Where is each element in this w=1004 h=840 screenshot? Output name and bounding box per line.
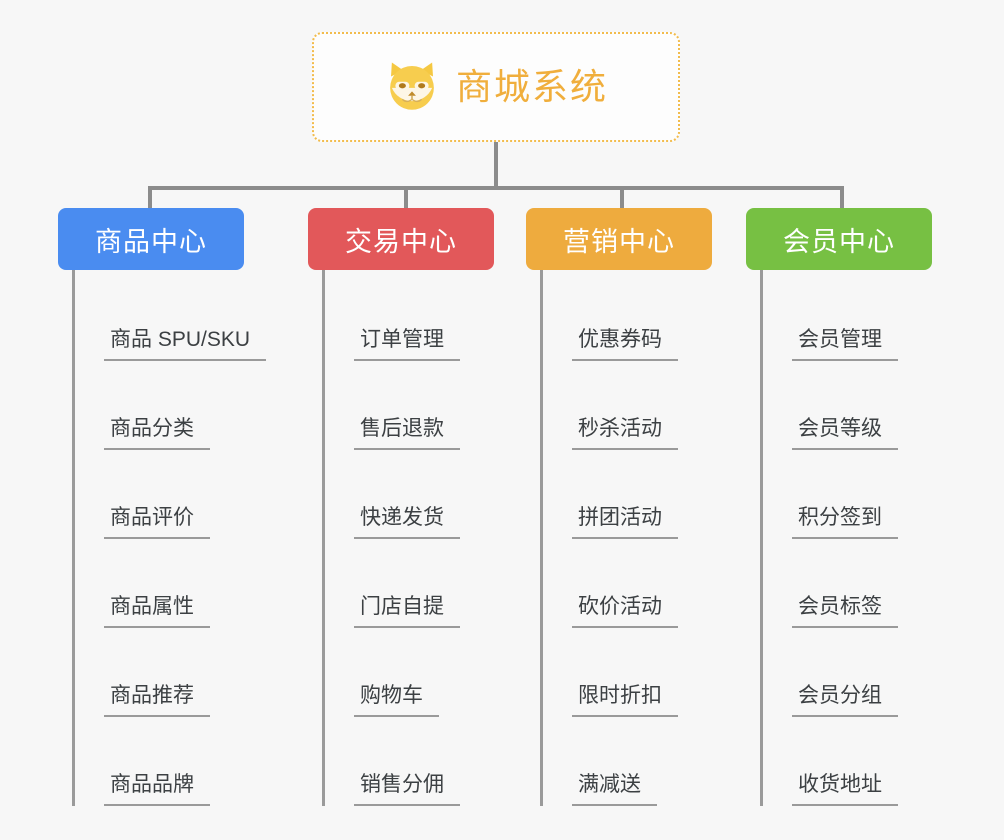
leaf-item[interactable]: 会员分组: [760, 628, 898, 717]
shiba-dog-icon: [384, 59, 440, 115]
leaf-label: 商品属性: [104, 596, 210, 628]
leaf-item[interactable]: 砍价活动: [540, 539, 678, 628]
leaf-item[interactable]: 商品 SPU/SKU: [72, 272, 267, 361]
leaf-item[interactable]: 秒杀活动: [540, 361, 678, 450]
leaf-column-3: 优惠券码 秒杀活动 拼团活动 砍价活动 限时折扣 满减送: [540, 272, 678, 806]
leaf-item[interactable]: 会员标签: [760, 539, 898, 628]
leaf-item[interactable]: 商品属性: [72, 539, 266, 628]
leaf-label: 砍价活动: [572, 596, 678, 628]
leaf-item[interactable]: 积分签到: [760, 450, 898, 539]
leaf-label: 会员标签: [792, 596, 898, 628]
leaf-label: 商品推荐: [104, 685, 210, 717]
connector-drop-3: [620, 186, 624, 210]
leaf-label: 会员分组: [792, 685, 898, 717]
leaf-item[interactable]: 售后退款: [322, 361, 460, 450]
category-label-3: 营销中心: [563, 226, 675, 257]
leaf-item[interactable]: 购物车: [322, 628, 460, 717]
connector-drop-2: [404, 186, 408, 210]
leaf-spine-1: [72, 272, 75, 806]
connector-horizontal-bus: [148, 186, 844, 190]
leaf-column-2: 订单管理 售后退款 快递发货 门店自提 购物车 销售分佣: [322, 272, 460, 806]
leaf-column-4: 会员管理 会员等级 积分签到 会员标签 会员分组 收货地址: [760, 272, 898, 806]
leaf-item[interactable]: 优惠券码: [540, 272, 678, 361]
leaf-label: 售后退款: [354, 418, 460, 450]
leaf-item[interactable]: 收货地址: [760, 717, 898, 806]
leaf-label: 购物车: [354, 685, 439, 717]
leaf-item[interactable]: 会员管理: [760, 272, 898, 361]
leaf-label: 会员等级: [792, 418, 898, 450]
leaf-item[interactable]: 门店自提: [322, 539, 460, 628]
leaf-label: 秒杀活动: [572, 418, 678, 450]
leaf-label: 门店自提: [354, 596, 460, 628]
category-box-1[interactable]: 商品中心: [58, 208, 244, 270]
leaf-item[interactable]: 商品品牌: [72, 717, 266, 806]
leaf-item[interactable]: 订单管理: [322, 272, 460, 361]
connector-drop-1: [148, 186, 152, 210]
leaf-label: 拼团活动: [572, 507, 678, 539]
leaf-spine-3: [540, 272, 543, 806]
connector-drop-4: [840, 186, 844, 210]
category-box-3[interactable]: 营销中心: [526, 208, 712, 270]
leaf-label: 会员管理: [792, 329, 898, 361]
leaf-item[interactable]: 拼团活动: [540, 450, 678, 539]
leaf-item[interactable]: 商品评价: [72, 450, 266, 539]
leaf-label: 满减送: [572, 774, 657, 806]
category-box-4[interactable]: 会员中心: [746, 208, 932, 270]
leaf-label: 商品品牌: [104, 774, 210, 806]
leaf-label: 销售分佣: [354, 774, 460, 806]
category-label-1: 商品中心: [95, 226, 207, 257]
leaf-label: 快递发货: [354, 507, 460, 539]
category-box-2[interactable]: 交易中心: [308, 208, 494, 270]
leaf-label: 订单管理: [354, 329, 460, 361]
root-title: 商城系统: [455, 66, 608, 107]
root-node[interactable]: 商城系统: [312, 32, 680, 142]
leaf-label: 商品评价: [104, 507, 210, 539]
category-label-4: 会员中心: [783, 226, 895, 257]
leaf-spine-2: [322, 272, 325, 806]
leaf-item[interactable]: 商品推荐: [72, 628, 266, 717]
leaf-item[interactable]: 商品分类: [72, 361, 266, 450]
connector-root-stem: [494, 142, 498, 190]
leaf-item[interactable]: 限时折扣: [540, 628, 678, 717]
category-label-2: 交易中心: [345, 226, 457, 257]
leaf-item[interactable]: 快递发货: [322, 450, 460, 539]
leaf-label: 限时折扣: [572, 685, 678, 717]
leaf-column-1: 商品 SPU/SKU 商品分类 商品评价 商品属性 商品推荐 商品品牌: [72, 272, 267, 806]
leaf-label: 商品 SPU/SKU: [104, 329, 267, 361]
leaf-spine-4: [760, 272, 763, 806]
leaf-label: 积分签到: [792, 507, 898, 539]
leaf-label: 收货地址: [792, 774, 898, 806]
leaf-item[interactable]: 满减送: [540, 717, 678, 806]
leaf-item[interactable]: 销售分佣: [322, 717, 460, 806]
leaf-item[interactable]: 会员等级: [760, 361, 898, 450]
leaf-label: 优惠券码: [572, 329, 678, 361]
leaf-label: 商品分类: [104, 418, 210, 450]
